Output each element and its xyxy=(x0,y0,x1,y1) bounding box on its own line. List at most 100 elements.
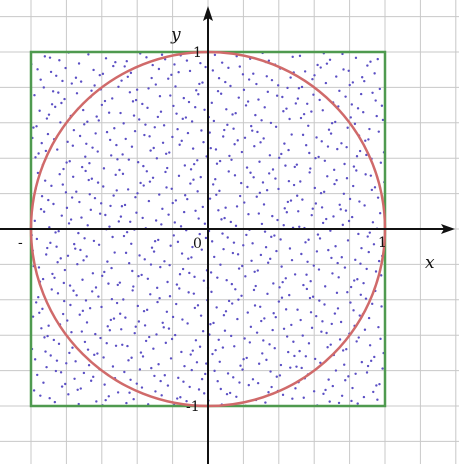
scatter-point xyxy=(329,132,333,135)
scatter-point xyxy=(115,143,118,147)
scatter-point xyxy=(86,120,89,123)
scatter-point xyxy=(76,388,79,392)
scatter-point xyxy=(224,310,228,313)
scatter-point xyxy=(197,388,201,391)
scatter-point xyxy=(332,215,335,218)
scatter-point xyxy=(365,371,369,374)
scatter-point xyxy=(113,127,116,130)
scatter-point xyxy=(201,81,204,84)
scatter-point xyxy=(166,166,169,170)
scatter-point xyxy=(120,205,124,208)
scatter-point xyxy=(42,381,45,384)
scatter-point xyxy=(217,209,220,212)
scatter-point xyxy=(232,376,235,379)
scatter-point xyxy=(263,317,266,320)
scatter-point xyxy=(134,98,138,102)
scatter-point xyxy=(120,79,123,82)
scatter-point xyxy=(346,126,349,129)
scatter-point xyxy=(226,123,229,127)
scatter-point xyxy=(228,154,231,158)
scatter-point xyxy=(301,133,305,137)
scatter-point xyxy=(317,155,320,159)
scatter-point xyxy=(175,112,178,115)
scatter-point xyxy=(180,350,183,354)
scatter-point xyxy=(323,285,327,288)
scatter-point xyxy=(156,115,160,119)
scatter-point xyxy=(198,82,201,86)
scatter-point xyxy=(196,190,199,193)
scatter-point xyxy=(91,272,95,275)
scatter-point xyxy=(220,218,223,221)
scatter-point xyxy=(105,130,109,134)
scatter-point xyxy=(241,368,244,371)
scatter-point xyxy=(273,234,276,237)
scatter-point xyxy=(199,61,202,65)
scatter-point xyxy=(364,297,368,300)
scatter-point xyxy=(89,208,93,212)
scatter-point xyxy=(112,194,115,197)
scatter-point xyxy=(208,197,212,200)
scatter-point xyxy=(360,360,364,364)
scatter-point xyxy=(174,199,178,202)
scatter-point xyxy=(307,342,311,345)
scatter-point xyxy=(49,70,53,74)
scatter-point xyxy=(246,100,250,103)
scatter-point xyxy=(84,169,87,173)
scatter-point xyxy=(322,190,326,194)
scatter-point xyxy=(208,131,211,134)
scatter-point xyxy=(49,354,52,357)
scatter-point xyxy=(126,344,129,348)
scatter-point xyxy=(380,104,384,107)
scatter-point xyxy=(63,97,66,101)
scatter-point xyxy=(376,57,379,61)
scatter-point xyxy=(97,243,101,246)
scatter-point xyxy=(66,319,69,322)
scatter-point xyxy=(98,212,102,215)
scatter-point xyxy=(80,216,83,219)
tick-label-x-neg: - xyxy=(18,235,23,251)
scatter-point xyxy=(253,145,256,148)
scatter-point xyxy=(330,256,333,260)
scatter-point xyxy=(236,253,240,256)
scatter-point xyxy=(300,252,303,256)
scatter-point xyxy=(354,56,358,60)
scatter-point xyxy=(92,239,96,243)
scatter-point xyxy=(37,266,41,269)
scatter-point xyxy=(64,66,67,70)
scatter-point xyxy=(271,168,275,171)
scatter-point xyxy=(256,381,260,385)
scatter-point xyxy=(173,63,176,66)
scatter-point xyxy=(265,75,268,78)
scatter-point xyxy=(215,306,218,309)
scatter-point xyxy=(144,123,147,126)
scatter-point xyxy=(211,69,215,72)
scatter-point xyxy=(274,177,277,180)
scatter-point xyxy=(282,327,286,330)
scatter-point xyxy=(60,101,63,105)
scatter-point xyxy=(47,324,50,327)
scatter-point xyxy=(368,344,372,347)
scatter-point xyxy=(94,132,97,135)
scatter-point xyxy=(344,95,347,98)
scatter-point xyxy=(48,56,52,59)
scatter-point xyxy=(376,196,380,199)
scatter-point xyxy=(367,138,370,141)
scatter-point xyxy=(134,325,137,328)
scatter-point xyxy=(171,315,175,319)
scatter-point xyxy=(377,325,380,329)
scatter-point xyxy=(218,159,222,163)
scatter-point xyxy=(177,174,181,178)
scatter-point xyxy=(353,279,356,282)
scatter-point xyxy=(163,260,166,263)
scatter-point xyxy=(165,186,168,189)
scatter-point xyxy=(378,212,382,215)
scatter-point xyxy=(210,101,213,105)
scatter-point xyxy=(194,339,198,342)
scatter-point xyxy=(320,330,323,333)
scatter-point xyxy=(363,204,366,207)
scatter-point xyxy=(50,103,54,106)
scatter-point xyxy=(103,383,106,386)
scatter-point xyxy=(118,312,122,315)
scatter-point xyxy=(288,293,291,297)
scatter-point xyxy=(286,86,289,90)
